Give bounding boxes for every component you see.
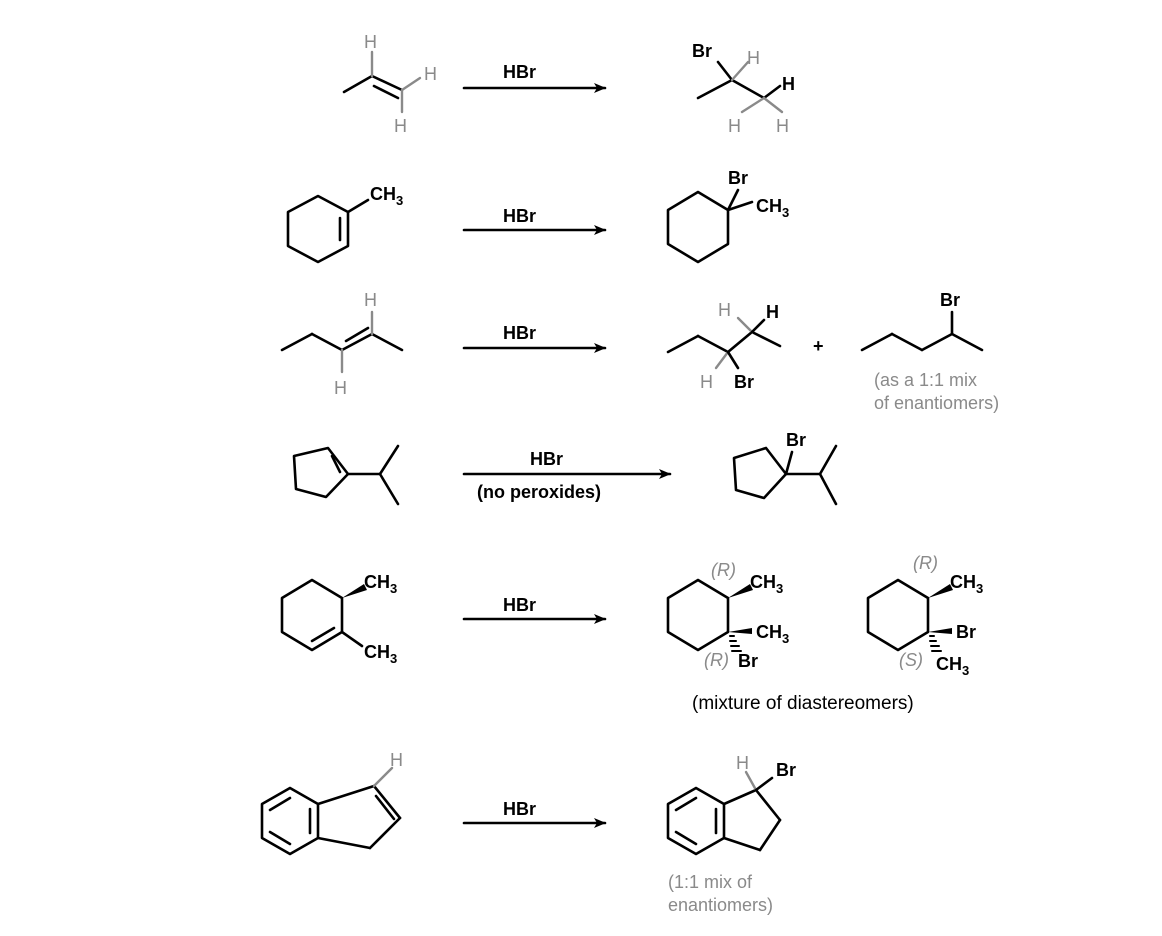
wedge-bond	[728, 628, 752, 634]
product-2-bromopropane: Br H H H H	[692, 41, 795, 136]
bromine-label: Br	[728, 168, 748, 188]
reaction-1: H H H HBr Br H H H H	[342, 32, 795, 136]
wedge-bond	[928, 584, 953, 598]
reagent-label: HBr	[530, 449, 563, 469]
reagent-label: HBr	[503, 595, 536, 615]
wedge-bond	[728, 584, 753, 598]
h-label: H	[747, 48, 760, 68]
h-label: H	[736, 753, 749, 773]
h-label: H	[700, 372, 713, 392]
reactant-isopropylcyclopentene	[292, 444, 400, 506]
reaction-4: HBr (no peroxides) Br	[292, 430, 838, 506]
methyl-label: CH3	[364, 572, 397, 596]
methyl-label: CH3	[756, 622, 789, 646]
product-1-bromoindane: H Br	[666, 753, 796, 856]
stereo-descriptor: (R)	[913, 553, 938, 573]
enantiomer-note: enantiomers)	[668, 895, 773, 915]
bromine-label: Br	[734, 372, 754, 392]
wedge-bond	[342, 584, 367, 598]
diastereomer-note: (mixture of diastereomers)	[692, 693, 914, 714]
bromine-label: Br	[738, 651, 758, 671]
h-label: H	[782, 74, 795, 94]
h-label: H	[394, 116, 407, 136]
h-label: H	[728, 116, 741, 136]
reaction-5: CH3 CH3 HBr (R) CH3 CH3 (R) Br	[280, 553, 983, 714]
condition-label: (no peroxides)	[477, 482, 601, 502]
plus-sign: +	[813, 336, 824, 356]
wedge-bond	[928, 628, 952, 634]
reagent-label: HBr	[503, 206, 536, 226]
reactant-propene: H H H	[342, 32, 437, 136]
reaction-2: CH3 HBr Br CH3	[286, 168, 789, 264]
stereo-descriptor: (R)	[711, 560, 736, 580]
hash-bond	[729, 635, 742, 652]
reaction-3: H H HBr H H H Br + Br (as a 1:1	[280, 290, 999, 413]
bromine-label: Br	[776, 760, 796, 780]
product-1-bromo-1-methylcyclohexane: Br CH3	[666, 168, 789, 264]
methyl-label: CH3	[750, 572, 783, 596]
hash-bond	[929, 635, 942, 652]
bromine-label: Br	[692, 41, 712, 61]
product-bromo-isopropylcyclopentane: Br	[732, 430, 838, 506]
h-label: H	[390, 750, 403, 770]
product-diastereomer-2: (R) CH3 Br (S) CH3	[866, 553, 983, 678]
reaction-6: H HBr H Br (1:1 mix of enantiomers)	[260, 750, 796, 915]
enantiomer-note: (as a 1:1 mix	[874, 370, 977, 390]
h-label: H	[334, 378, 347, 398]
stereo-descriptor: (S)	[899, 650, 923, 670]
product-diastereomer-1: (R) CH3 CH3 (R) Br	[666, 560, 789, 671]
methyl-label: CH3	[950, 572, 983, 596]
reactant-1-methylcyclohexene: CH3	[286, 184, 403, 264]
bromine-label: Br	[956, 622, 976, 642]
enantiomer-note: of enantiomers)	[874, 393, 999, 413]
h-label: H	[718, 300, 731, 320]
h-label: H	[424, 64, 437, 84]
reactant-2-pentene: H H	[280, 290, 404, 398]
product-3-bromopentane: H H H Br	[666, 300, 782, 392]
reagent-label: HBr	[503, 62, 536, 82]
h-label: H	[364, 32, 377, 52]
h-label: H	[776, 116, 789, 136]
enantiomer-note: (1:1 mix of	[668, 872, 753, 892]
methyl-label: CH3	[936, 654, 969, 678]
reactant-dimethylcyclohexene: CH3 CH3	[280, 572, 397, 666]
h-label: H	[364, 290, 377, 310]
methyl-label: CH3	[370, 184, 403, 208]
product-2-bromopentane: Br	[860, 290, 984, 352]
bromine-label: Br	[940, 290, 960, 310]
methyl-label: CH3	[756, 196, 789, 220]
h-label: H	[766, 302, 779, 322]
reagent-label: HBr	[503, 323, 536, 343]
stereo-descriptor: (R)	[704, 650, 729, 670]
methyl-label: CH3	[364, 642, 397, 666]
reactant-indene: H	[260, 750, 403, 856]
bromine-label: Br	[786, 430, 806, 450]
reagent-label: HBr	[503, 799, 536, 819]
